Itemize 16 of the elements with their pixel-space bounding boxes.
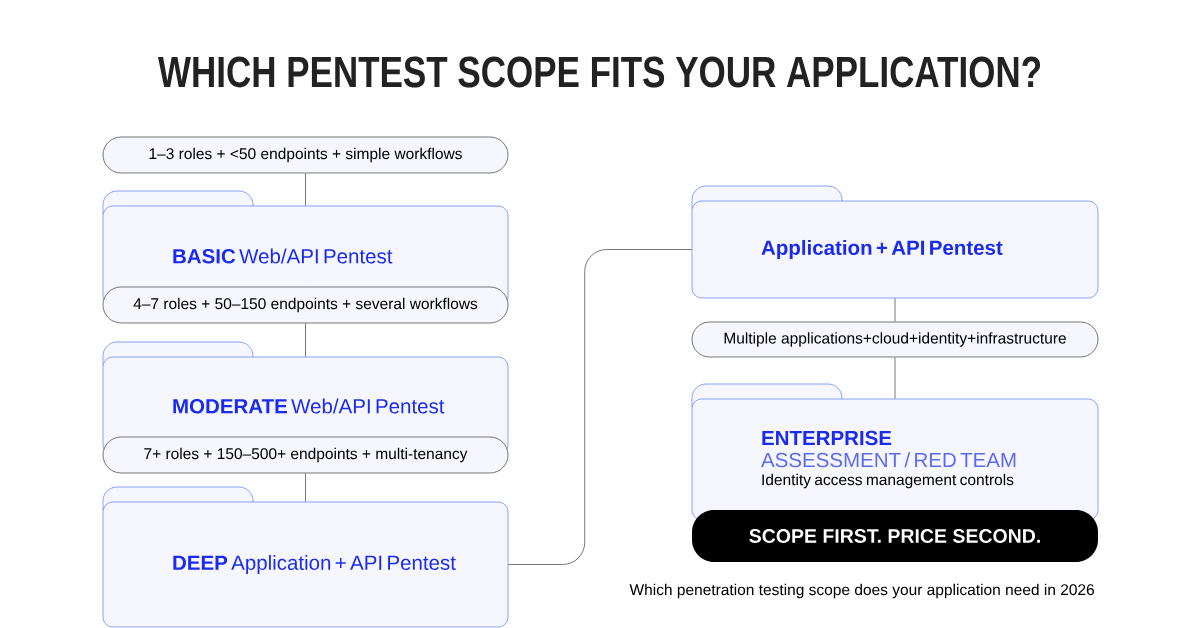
folder-card: ENTERPRISE ASSESSMENT / RED TEAM Identity access management controls [691, 383, 1099, 521]
folder-card: DEEP Application + API Pentest [102, 486, 509, 628]
connector-line [305, 323, 306, 358]
connector-line [305, 173, 306, 207]
folder-card: Application + API Pentest [691, 185, 1099, 299]
connector-line [894, 357, 896, 400]
title: WHICH PENTEST SCOPE FITS YOUR APPLICATION? [158, 56, 1041, 88]
criteria-pill: 1–3 roles + <50 endpoints + simple workflows [102, 136, 509, 174]
connector-line [305, 473, 306, 503]
criteria-pill: 4–7 roles + 50–150 endpoints + several workflows [102, 286, 509, 324]
connector-line [894, 297, 896, 322]
caption: Which penetration testing scope does your application need in 2026 [629, 583, 1094, 599]
slogan-banner: SCOPE FIRST. PRICE SECOND. [692, 510, 1098, 562]
connector-line [507, 249, 693, 565]
criteria-pill: Multiple applications+cloud+identity+infrastructure [691, 321, 1099, 358]
criteria-pill: 7+ roles + 150–500+ endpoints + multi-tenancy [102, 436, 509, 474]
